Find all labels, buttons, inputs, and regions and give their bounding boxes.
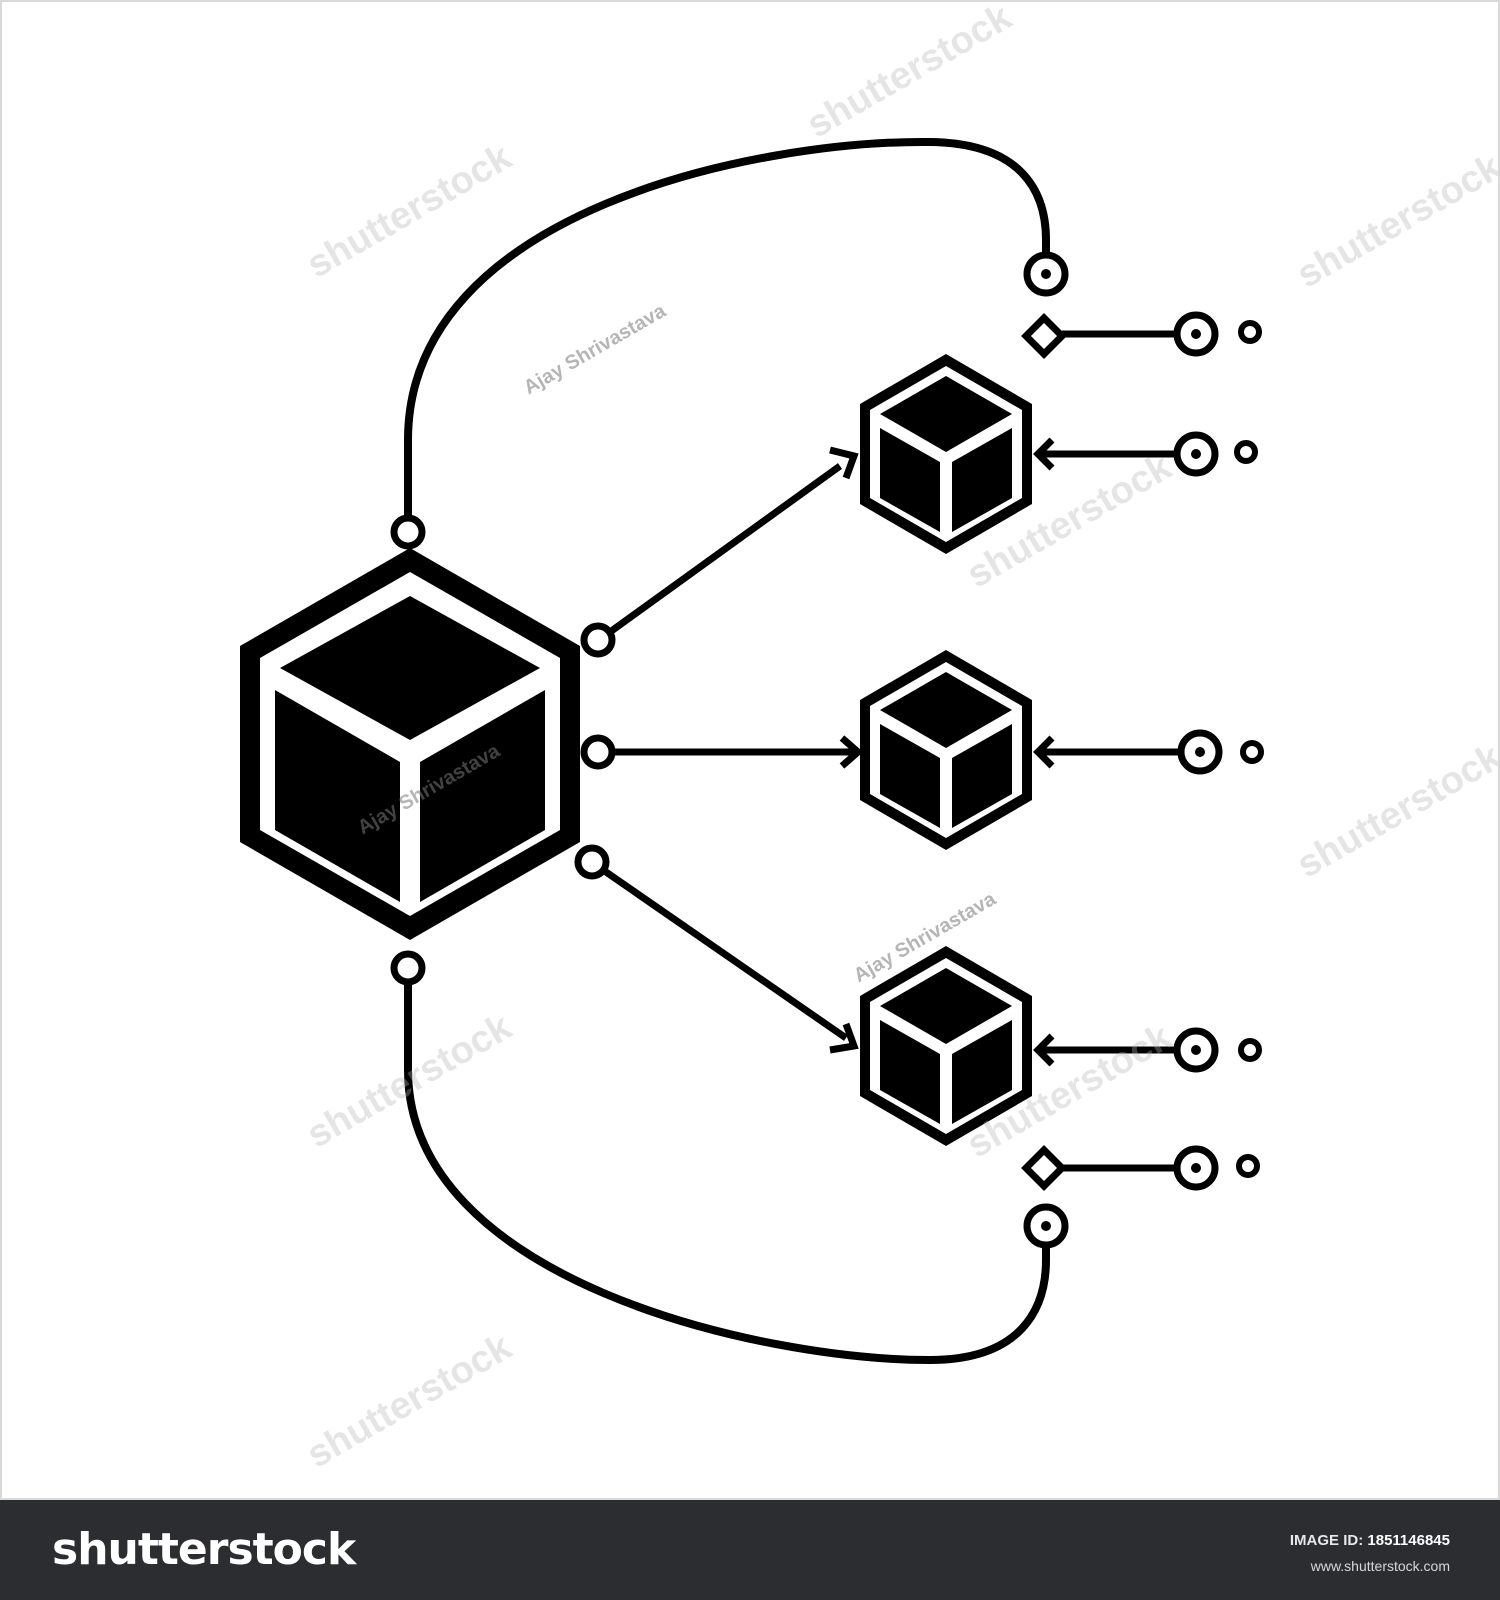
central-node-icon bbox=[240, 548, 580, 940]
top-row-dot-icon bbox=[1238, 320, 1262, 344]
network-diagram bbox=[240, 137, 1264, 1365]
central-top-ring-icon bbox=[390, 514, 426, 550]
site-url[interactable]: www.shutterstock.com bbox=[1310, 1558, 1450, 1574]
image-id-label: IMAGE ID: bbox=[1289, 1532, 1364, 1549]
central-right-bottom-ring-icon bbox=[574, 844, 610, 880]
top-arc-port-icon bbox=[1023, 251, 1069, 297]
child-node-1-icon bbox=[860, 354, 1032, 554]
child-2-dot-icon bbox=[1240, 740, 1264, 764]
arrowhead-mid-icon bbox=[839, 735, 864, 769]
child-3-input-row bbox=[1033, 1027, 1262, 1073]
bottom-arc-connector bbox=[404, 968, 1050, 1365]
child-node-3-icon bbox=[860, 946, 1032, 1146]
bottom-junction-row bbox=[1021, 1145, 1260, 1191]
top-junction-row bbox=[1021, 311, 1262, 359]
central-right-top-ring-icon bbox=[580, 622, 616, 658]
central-right-mid-ring-icon bbox=[580, 734, 616, 770]
child-2-input-row bbox=[1033, 729, 1264, 775]
arrowhead-bottom-icon bbox=[829, 1022, 859, 1054]
arrow-line-top bbox=[607, 463, 843, 635]
child-1-dot-icon bbox=[1234, 440, 1258, 464]
bottom-row-dot-icon bbox=[1236, 1154, 1260, 1178]
footer: shutterstock IMAGE ID: 1851146845 www.sh… bbox=[0, 1500, 1500, 1600]
image-id-value: 1851146845 bbox=[1367, 1532, 1450, 1549]
image-id: IMAGE ID: 1851146845 bbox=[1290, 1532, 1450, 1549]
arrowhead-top-icon bbox=[829, 446, 859, 480]
top-diamond-icon bbox=[1021, 313, 1067, 359]
bottom-arc-port-icon bbox=[1023, 1203, 1069, 1249]
arrow-line-bottom bbox=[604, 869, 848, 1041]
child-1-input-row bbox=[1033, 431, 1258, 477]
child-node-2-icon bbox=[860, 650, 1032, 850]
central-bottom-ring-icon bbox=[390, 950, 426, 986]
bottom-diamond-icon bbox=[1021, 1145, 1067, 1191]
shutterstock-logo[interactable]: shutterstock bbox=[52, 1524, 356, 1575]
child-3-dot-icon bbox=[1238, 1038, 1262, 1062]
footer-bar bbox=[0, 1500, 1500, 1600]
top-arc-connector bbox=[404, 137, 1050, 520]
illustration-canvas: Ajay Shrivastava Ajay Shrivastava Ajay S… bbox=[0, 0, 1500, 1500]
